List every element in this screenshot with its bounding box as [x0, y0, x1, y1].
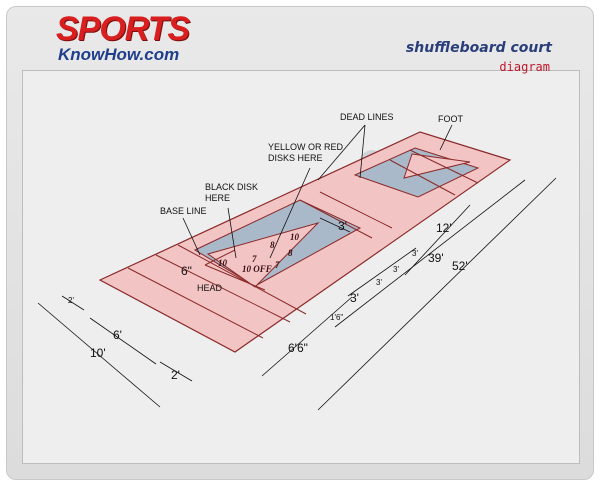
dim-52: 52'	[452, 259, 468, 273]
dim-3-top: 3'	[338, 219, 347, 233]
dim-39: 39'	[428, 251, 444, 265]
scoring-triangle-near	[206, 222, 320, 288]
label-yellow-red-2: DISKS HERE	[268, 153, 323, 163]
dimension-lines	[37, 177, 557, 411]
mark-seven-a: 7	[252, 254, 257, 264]
dim-12: 12'	[436, 221, 452, 235]
label-head: HEAD	[197, 283, 223, 293]
dim-1-6: 1'6"	[330, 313, 343, 322]
diagram-subtitle: diagram	[499, 60, 550, 74]
dim-6-6: 6'6"	[288, 341, 308, 355]
logo-top-text: SPORTS	[56, 10, 190, 48]
dim-6: 6'	[113, 328, 122, 342]
label-black-disk-2: HERE	[205, 193, 230, 203]
label-leaders	[182, 124, 453, 259]
dim-3b: 3'	[376, 278, 382, 287]
label-foot: FOOT	[438, 114, 463, 124]
mark-ten-b: 10	[290, 232, 300, 242]
label-dead-lines: DEAD LINES	[340, 112, 394, 122]
mark-eight-a: 8	[270, 240, 275, 250]
label-yellow-red-1: YELLOW OR RED	[268, 142, 344, 152]
diagram-title: shuffleboard court	[405, 40, 552, 56]
sportsknowhow-logo: SPORTS KnowHow.com	[56, 10, 190, 64]
dim-2-small: 2'	[68, 296, 74, 305]
label-base-line: BASE LINE	[160, 206, 207, 216]
mark-eight-b: 8	[288, 248, 293, 258]
logo-bottom-text: KnowHow.com	[58, 45, 180, 64]
label-black-disk-1: BLACK DISK	[205, 182, 258, 192]
dim-6-inch: 6"	[181, 264, 192, 278]
mark-ten: 10	[218, 258, 228, 268]
mark-seven-b: 7	[275, 260, 280, 270]
dim-2: 2'	[171, 368, 180, 382]
scoring-triangle-far	[403, 153, 471, 179]
dim-3s: 3'	[412, 249, 418, 258]
mark-ten-off: 10 OFF	[242, 264, 272, 274]
court-lines	[127, 149, 479, 339]
dim-3a: 3'	[350, 291, 359, 305]
dim-3c: 3'	[393, 265, 399, 274]
dim-10: 10'	[90, 346, 106, 360]
